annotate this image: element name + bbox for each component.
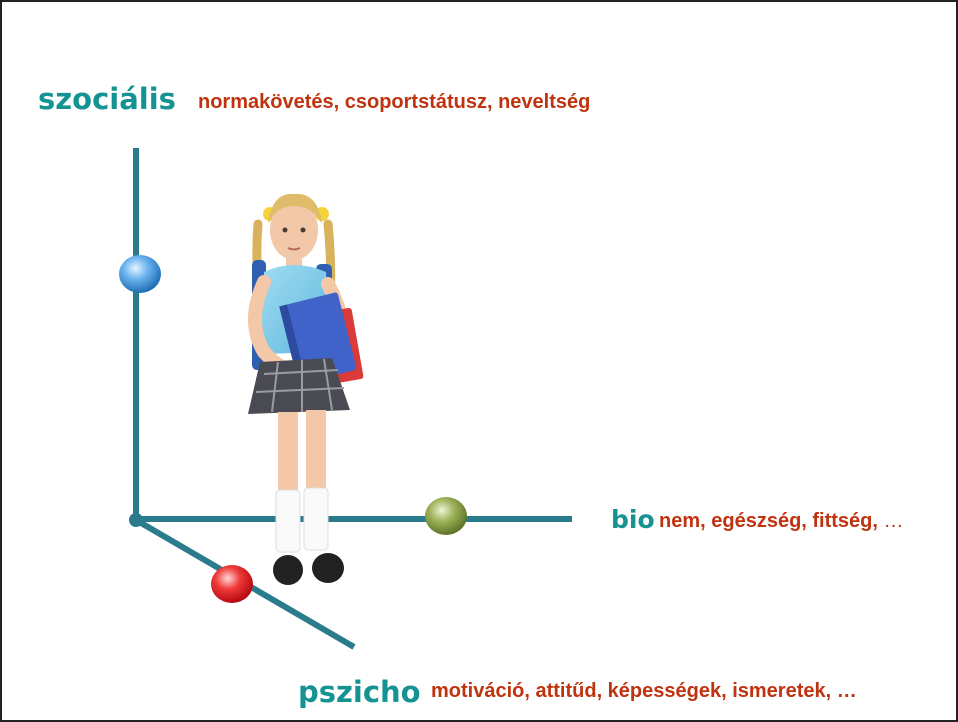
psycho-axis-description: motiváció, attitűd, képességek, ismerete…: [431, 680, 857, 702]
social-axis-label: szociális: [38, 82, 176, 116]
psycho-marker: [211, 565, 253, 603]
bio-axis-label: bio: [611, 505, 655, 534]
bio-axis-description-text: nem, egészség, fittség,: [659, 510, 878, 532]
axis-origin: [129, 513, 143, 527]
social-axis-description: normakövetés, csoportstátusz, neveltség: [198, 91, 591, 113]
bio-marker: [425, 497, 467, 535]
schoolgirl-illustration: [248, 193, 364, 585]
social-marker: [119, 255, 161, 293]
bio-axis-description: nem, egészség, fittség, …: [659, 510, 904, 533]
bio-axis-description-ellipsis: …: [883, 510, 904, 532]
psycho-axis-label: pszicho: [298, 675, 421, 709]
